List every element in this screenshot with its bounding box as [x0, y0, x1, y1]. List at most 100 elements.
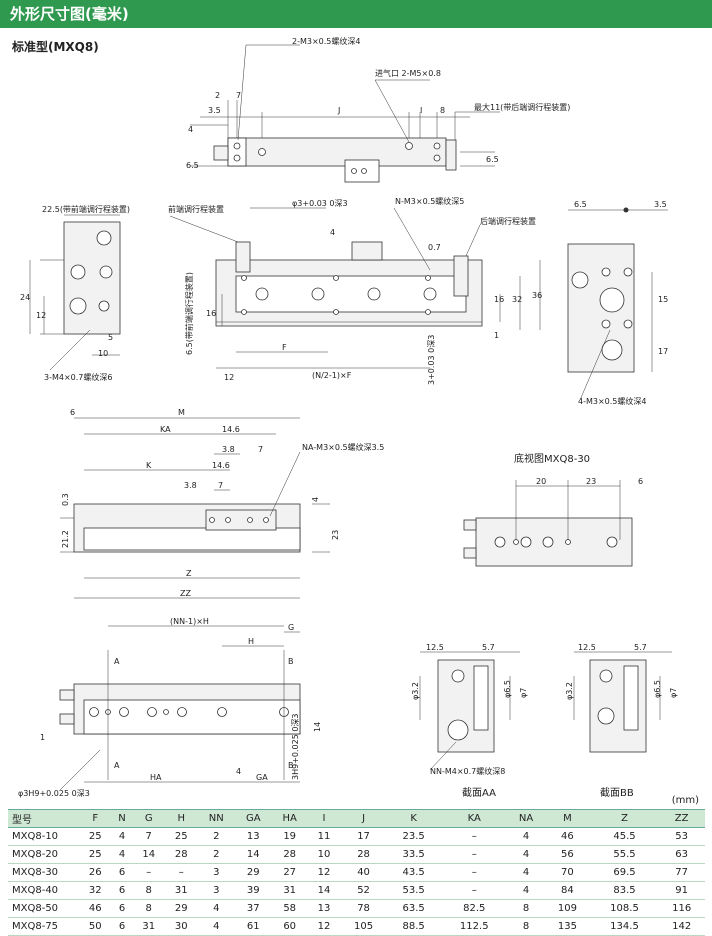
table-cell: 26 [79, 863, 112, 882]
table-cell: – [440, 863, 509, 882]
table-cell: 134.5 [590, 917, 659, 936]
drawing-label: φ3H9+0.025 0深3 [18, 789, 90, 798]
drawing-label: 3.8 [222, 445, 235, 454]
drawing-label: φ7 [669, 688, 678, 698]
table-cell: 29 [165, 899, 198, 918]
table-cell: 8 [508, 917, 545, 936]
drawing-label: 最大11(带后端调行程装置) [474, 102, 570, 112]
drawing-label: 后端调行程装置 [480, 216, 536, 226]
table-cell: MXQ8-10 [8, 827, 79, 846]
table-cell: 2 [197, 845, 235, 864]
drawing-label: 12.5 [426, 643, 444, 652]
table-cell: 108.5 [590, 899, 659, 918]
drawing-label: 6 [638, 477, 643, 486]
table-cell: 28 [271, 845, 308, 864]
drawing-label: J [337, 106, 340, 115]
table-cell: 33.5 [386, 845, 441, 864]
table-header-cell: N [111, 809, 133, 828]
drawing-label: 16 [206, 309, 216, 318]
table-header-cell: I [307, 809, 341, 828]
drawing-label: 0.3 [61, 493, 70, 506]
drawing-label: 7 [236, 91, 241, 100]
drawing-label: 3H9+0.025 0深3 [291, 713, 300, 780]
table-cell: 50 [79, 917, 112, 936]
drawing-label: 前端调行程装置 [168, 204, 224, 214]
drawing-label: HA [150, 773, 162, 782]
table-cell: 112.5 [440, 917, 509, 936]
drawing-label: 进气口 2-M5×0.8 [375, 68, 441, 78]
table-header-cell: NA [508, 809, 545, 828]
table-header-cell: H [165, 809, 198, 828]
drawing-label: 12 [36, 311, 46, 320]
table-cell: 7 [132, 827, 165, 846]
drawing-label: 7 [218, 481, 223, 490]
table-cell: 82.5 [440, 899, 509, 918]
drawing-label: φ3.2 [565, 682, 574, 700]
drawing-label: 3.8 [184, 481, 197, 490]
drawing-label: 7 [258, 445, 263, 454]
drawing-label: 1 [40, 733, 45, 742]
table-cell: 6 [111, 863, 133, 882]
table-header-cell: Z [590, 809, 659, 828]
table-cell: 46 [544, 827, 591, 846]
table-cell: 32 [79, 881, 112, 900]
table-cell: 11 [307, 827, 341, 846]
drawing-label: φ6.5 [503, 680, 512, 698]
table-cell: – [440, 827, 509, 846]
drawing-label: 32 [512, 295, 522, 304]
drawing-label: 14 [313, 722, 322, 732]
table-header-cell: J [340, 809, 387, 828]
table-cell: 63 [658, 845, 705, 864]
bottom-view: 底视图MXQ8-30 20 23 6 [463, 452, 643, 567]
table-cell: 56 [544, 845, 591, 864]
top-view: 2-M3×0.5螺纹深4 进气口 2-M5×0.8 最大11(带后端调行程装置)… [186, 36, 570, 183]
table-cell: 8 [132, 899, 165, 918]
drawing-label: I [420, 106, 422, 115]
drawing-label: 截面BB [600, 786, 634, 799]
table-cell: MXQ8-75 [8, 917, 79, 936]
table-cell: 25 [79, 845, 112, 864]
table-cell: 25 [79, 827, 112, 846]
drawing-label: 4 [188, 125, 193, 134]
table-header-cell: NN [197, 809, 235, 828]
drawing-label: 22.5(带前端调行程装置) [42, 204, 130, 214]
drawing-label: 3.5 [208, 106, 221, 115]
table-cell: 40 [340, 863, 387, 882]
table-cell: 37 [234, 899, 272, 918]
table-cell: 4 [197, 899, 235, 918]
drawing-label: F [282, 343, 287, 352]
table-header-cell: KA [440, 809, 509, 828]
drawing-label: 15 [658, 295, 668, 304]
table-cell: 6 [111, 899, 133, 918]
drawing-label: KA [160, 425, 171, 434]
table-cell: 4 [111, 827, 133, 846]
unit-label: (mm) [671, 795, 699, 806]
table-cell: 14 [132, 845, 165, 864]
drawing-label: 6.5(带前端调行程装置) [184, 272, 194, 355]
drawing-label: 24 [20, 293, 30, 302]
table-cell: 12 [307, 863, 341, 882]
table-cell: 17 [340, 827, 387, 846]
table-header-cell: 型号 [8, 809, 79, 828]
drawing-label: 10 [98, 349, 108, 358]
drawing-label: 5.7 [634, 643, 647, 652]
table-cell: 135 [544, 917, 591, 936]
drawing-label: 2 [215, 91, 220, 100]
drawing-label: A [114, 657, 120, 666]
section-header: 外形尺寸图(毫米) [0, 0, 712, 28]
table-cell: 78 [340, 899, 387, 918]
drawing-label: 23 [586, 477, 596, 486]
table-cell: 61 [234, 917, 272, 936]
table-cell: 55.5 [590, 845, 659, 864]
table-cell: 12 [307, 917, 341, 936]
drawing-label: N-M3×0.5螺纹深5 [395, 196, 464, 206]
table-cell: MXQ8-40 [8, 881, 79, 900]
table-cell: – [440, 845, 509, 864]
table-header-cell: ZZ [658, 809, 705, 828]
table-cell: 8 [132, 881, 165, 900]
table-cell: 28 [340, 845, 387, 864]
